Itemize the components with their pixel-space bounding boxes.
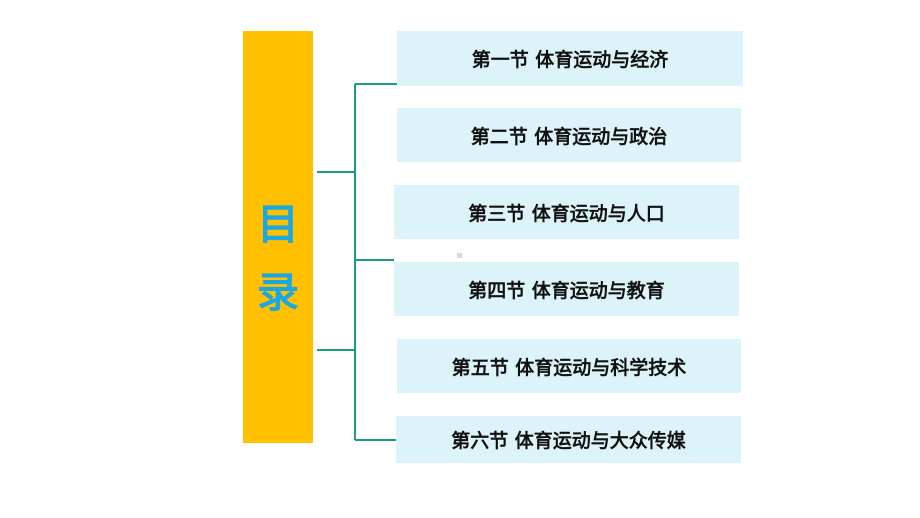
section-item-5[interactable]: 第五节 体育运动与科学技术 — [397, 339, 741, 393]
section-item-4[interactable]: 第四节 体育运动与教育 — [394, 262, 739, 316]
placeholder-dot — [457, 253, 462, 258]
section-item-3[interactable]: 第三节 体育运动与人口 — [394, 185, 739, 239]
section-item-6[interactable]: 第六节 体育运动与大众传媒 — [396, 416, 741, 463]
toc-title-char-1: 目 — [256, 200, 299, 249]
section-item-1[interactable]: 第一节 体育运动与经济 — [397, 31, 743, 86]
section-item-2[interactable]: 第二节 体育运动与政治 — [397, 108, 741, 162]
toc-title-char-2: 录 — [256, 268, 299, 317]
toc-title-bar: 目 录 — [243, 31, 313, 443]
toc-title: 目 录 — [243, 191, 313, 327]
